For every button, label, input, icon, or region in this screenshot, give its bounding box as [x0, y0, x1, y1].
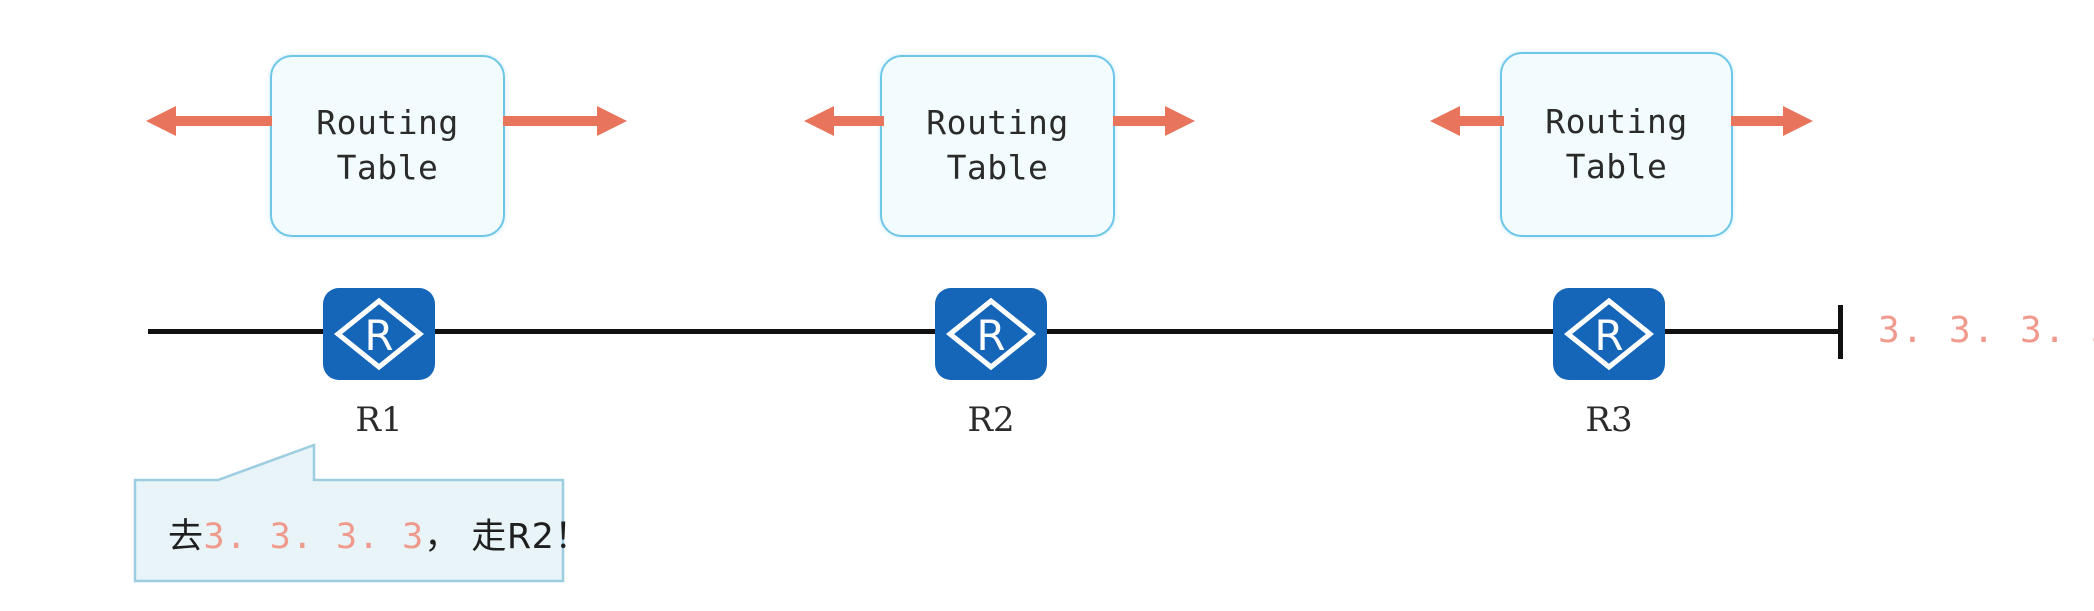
arrow-left-r1 — [142, 104, 272, 138]
link-segment-r3-dest — [1662, 329, 1840, 334]
line-terminator-bar — [1838, 305, 1843, 359]
arrow-left-r3 — [1428, 104, 1504, 138]
callout-bubble — [132, 442, 566, 584]
arrow-right-r2 — [1113, 104, 1199, 138]
routing-table-box-r3[interactable]: Routing Table — [1500, 52, 1733, 237]
routing-table-box-r2[interactable]: Routing Table — [880, 55, 1115, 237]
link-segment-left-end — [148, 329, 328, 334]
router-icon-r1[interactable]: R — [323, 288, 435, 380]
arrow-right-r1 — [503, 104, 631, 138]
router-icon-r2[interactable]: R — [935, 288, 1047, 380]
svg-text:R: R — [1594, 311, 1623, 360]
svg-text:R: R — [364, 311, 393, 360]
callout-prefix: 去 — [168, 517, 204, 557]
arrow-right-r3 — [1731, 104, 1817, 138]
link-segment-r2-r3 — [1044, 329, 1562, 334]
callout-suffix: ， 走R2！ — [424, 517, 590, 557]
svg-text:R: R — [976, 311, 1005, 360]
router-label-r1: R1 — [355, 400, 403, 440]
link-segment-r1-r2 — [432, 329, 944, 334]
arrow-left-r2 — [800, 104, 884, 138]
callout-text: 去3. 3. 3. 3， 走R2！ — [168, 508, 590, 559]
callout-ip: 3. 3. 3. 3 — [203, 517, 425, 557]
routing-table-box-r1[interactable]: Routing Table — [270, 55, 505, 237]
router-icon-r3[interactable]: R — [1553, 288, 1665, 380]
destination-ip-label: 3. 3. 3. 3 — [1878, 310, 2094, 351]
router-label-r2: R2 — [967, 400, 1015, 440]
router-label-r3: R3 — [1585, 400, 1633, 440]
